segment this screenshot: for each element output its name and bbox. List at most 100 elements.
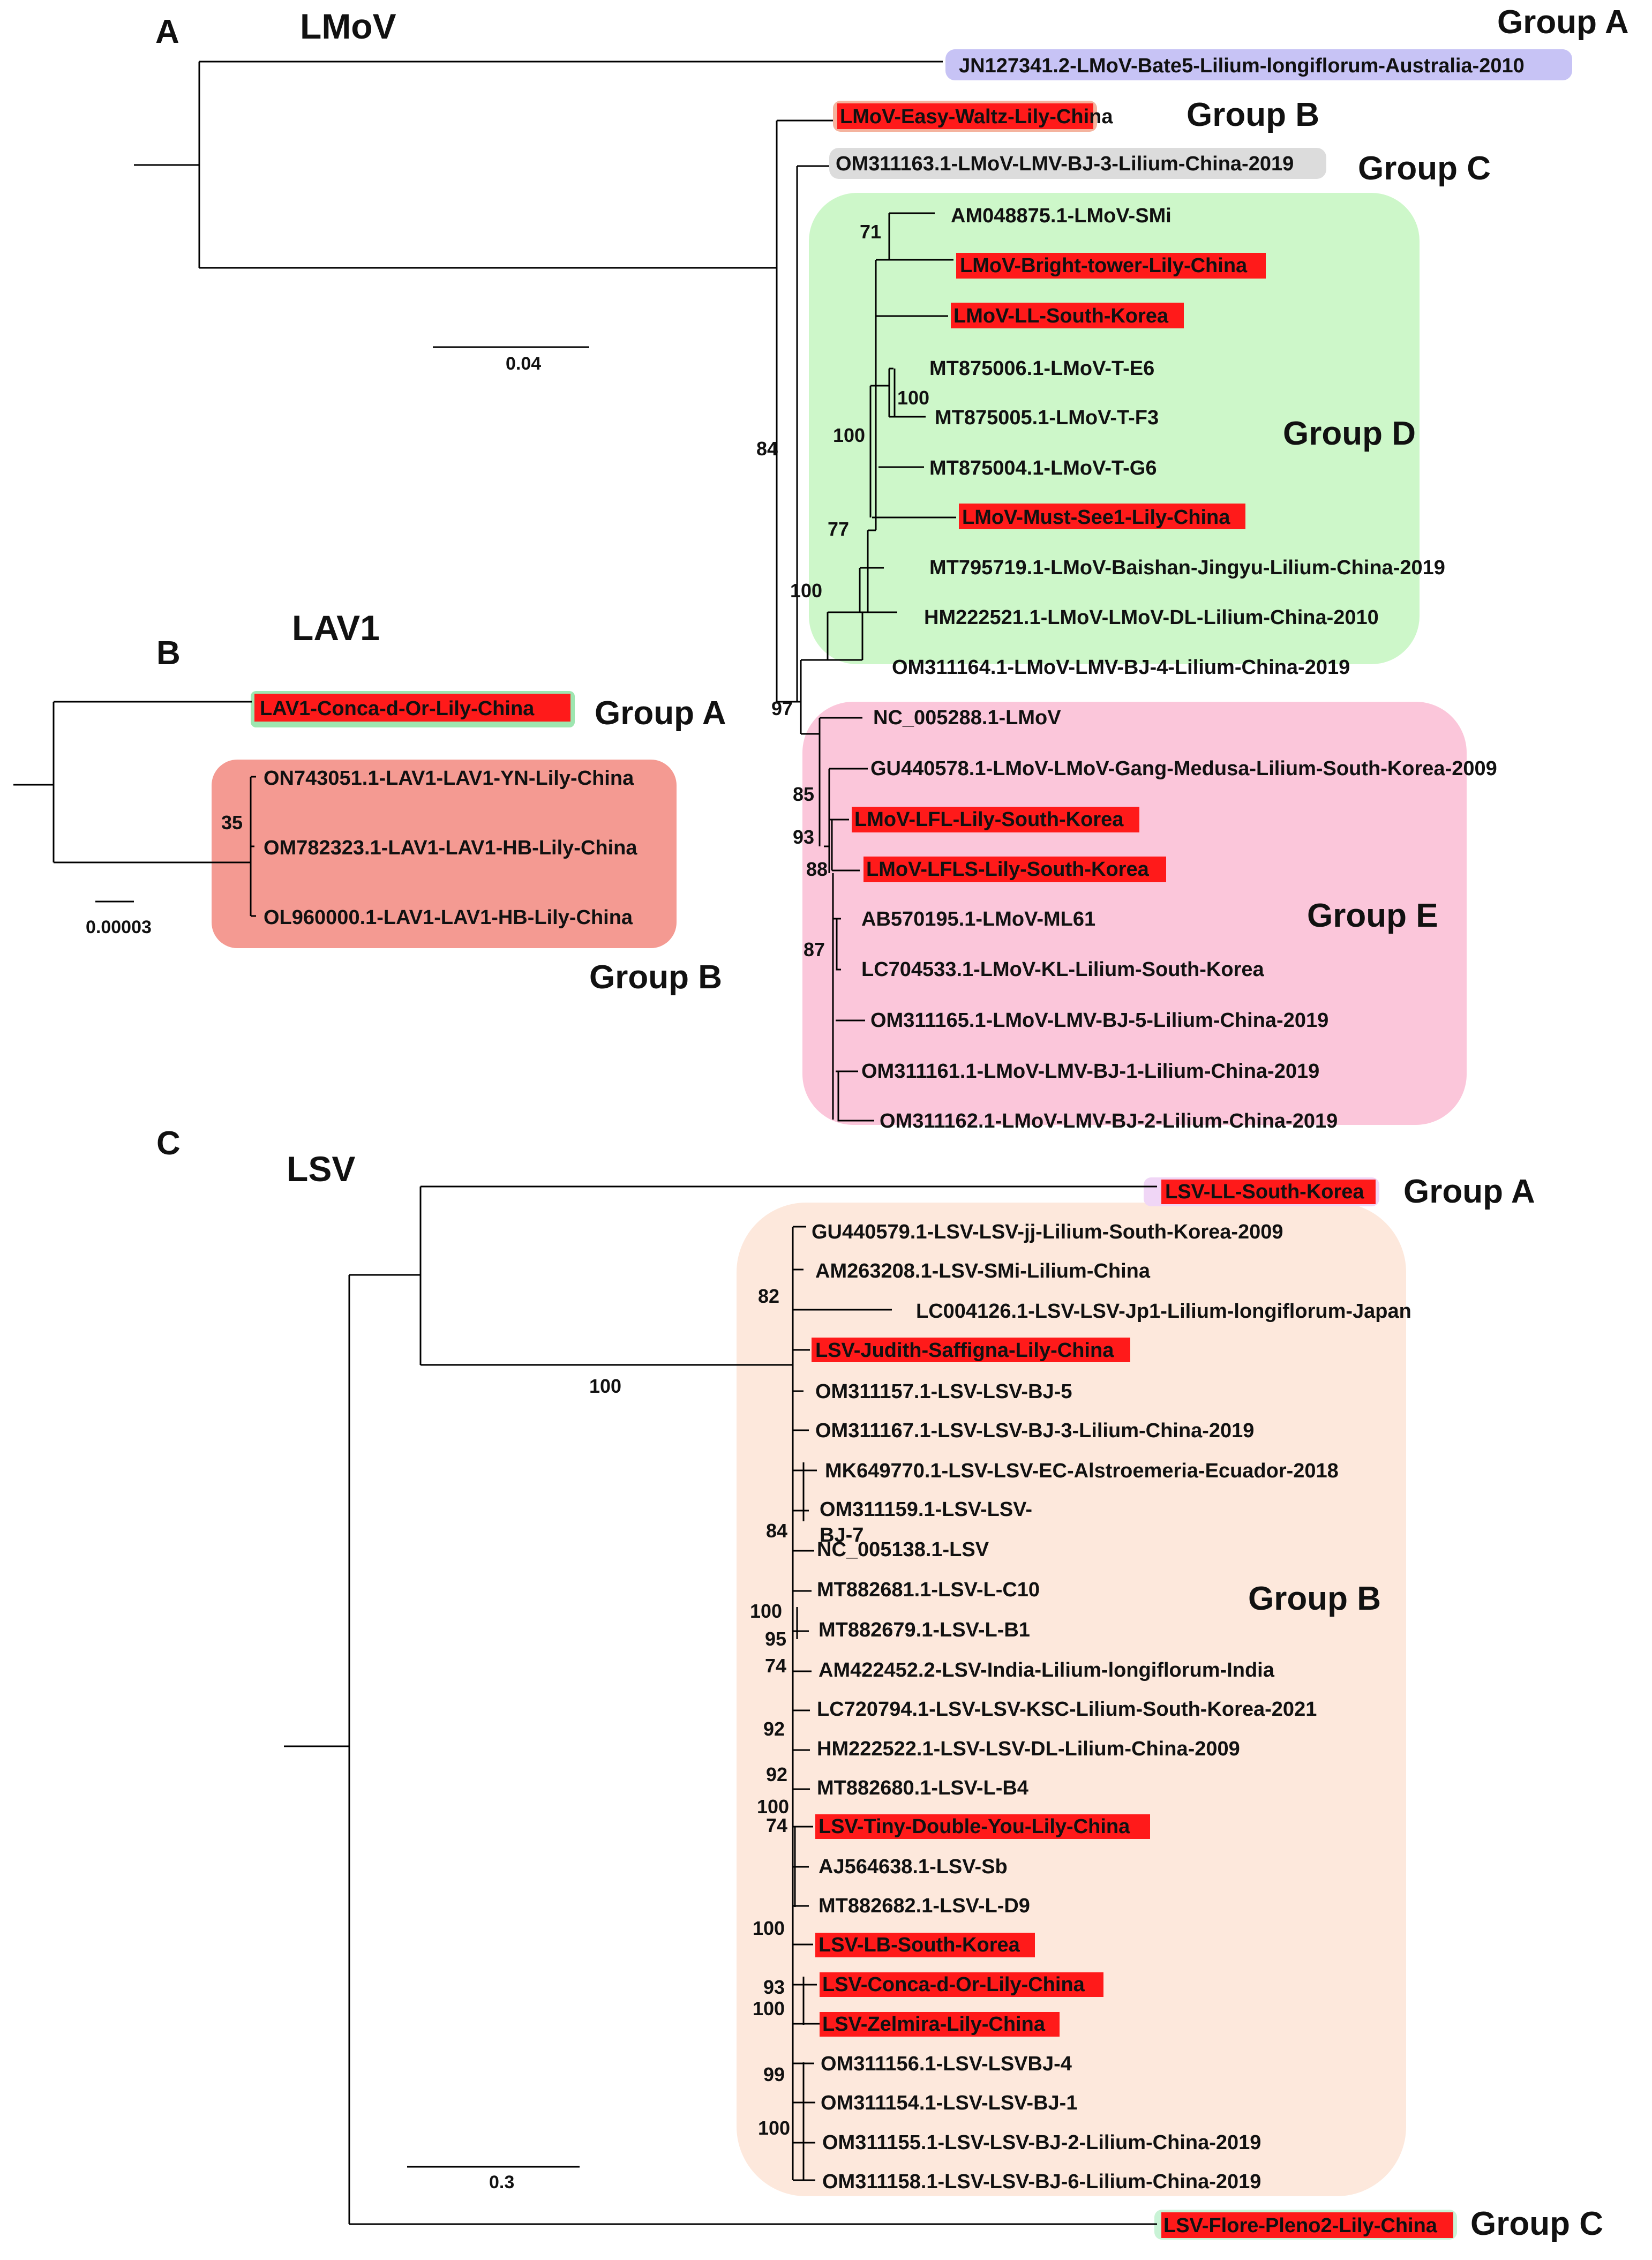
- lsv-bootstrap-84: 84: [766, 1520, 787, 1542]
- panel-c-letter: C: [156, 1125, 181, 1162]
- lmov-bootstrap-93: 93: [793, 826, 814, 848]
- lmov-bootstrap-85: 85: [793, 783, 814, 805]
- lsv-lb-highlight: [815, 1933, 1035, 1957]
- lsv-group-b-label: Group B: [1248, 1580, 1381, 1617]
- lav1-leaf-om782323: OM782323.1-LAV1-LAV1-HB-Lily-China: [264, 837, 637, 859]
- lmov-bootstrap-97: 97: [771, 697, 793, 719]
- lav1-leaf-ol960000: OL960000.1-LAV1-LAV1-HB-Lily-China: [264, 906, 633, 929]
- lav1-scale-label: 0.00003: [86, 917, 152, 937]
- lsv-bootstrap-95: 95: [765, 1628, 786, 1650]
- lmov-leaf-nc005288: NC_005288.1-LMoV: [873, 707, 1061, 729]
- lsv-flore-pleno2-highlight: [1161, 2212, 1453, 2238]
- lav1-group-b-box: [212, 760, 677, 948]
- lsv-leaf-mt882679: MT882679.1-LSV-L-B1: [819, 1619, 1030, 1641]
- lsv-leaf-mk649770: MK649770.1-LSV-LSV-EC-Alstroemeria-Ecuad…: [825, 1460, 1339, 1482]
- lsv-scale-label: 0.3: [489, 2172, 514, 2193]
- lsv-leaf-om311157: OM311157.1-LSV-LSV-BJ-5: [815, 1380, 1072, 1403]
- lmov-easy-waltz-highlight: [837, 103, 1093, 129]
- lmov-leaf-ab570195: AB570195.1-LMoV-ML61: [861, 908, 1095, 930]
- panel-b-letter: B: [156, 635, 181, 672]
- lsv-leaf-tiny-double: LSV-Tiny-Double-You-Lily-China: [819, 1815, 1130, 1838]
- lsv-conca-highlight: [820, 1972, 1103, 1997]
- lav1-conca-highlight: [254, 694, 570, 722]
- lsv-group-a-label: Group A: [1403, 1173, 1535, 1210]
- lsv-leaf-hm222522: HM222522.1-LSV-LSV-DL-Lilium-China-2009: [817, 1738, 1240, 1760]
- lmov-leaf-lfls: LMoV-LFLS-Lily-South-Korea: [866, 858, 1150, 881]
- lmov-leaf-mt875004: MT875004.1-LMoV-T-G6: [929, 457, 1157, 479]
- lmov-bootstrap-88: 88: [806, 858, 828, 880]
- lmov-leaf-om311165: OM311165.1-LMoV-LMV-BJ-5-Lilium-China-20…: [870, 1009, 1328, 1032]
- lmov-leaf-jn127341: JN127341.2-LMoV-Bate5-Lilium-longiflorum…: [959, 55, 1525, 77]
- lmov-group-e-label: Group E: [1307, 897, 1438, 934]
- lsv-leaf-mt882682: MT882682.1-LSV-L-D9: [819, 1895, 1030, 1917]
- lsv-leaf-om311154: OM311154.1-LSV-LSV-BJ-1: [821, 2092, 1077, 2114]
- panel-a-letter: A: [155, 13, 179, 50]
- lav1-branches: [13, 701, 256, 917]
- lsv-bootstrap-92-b: 92: [766, 1763, 787, 1785]
- panel-c-title: LSV: [287, 1149, 355, 1189]
- lsv-bootstrap-92-a: 92: [763, 1718, 785, 1740]
- lmov-leaf-om311163: OM311163.1-LMoV-LMV-BJ-3-Lilium-China-20…: [836, 153, 1294, 175]
- lmov-leaf-ll: LMoV-LL-South-Korea: [953, 305, 1169, 327]
- lmov-group-b-label: Group B: [1187, 96, 1319, 133]
- lsv-bootstrap-100-root: 100: [589, 1375, 621, 1397]
- lmov-leaf-lfl: LMoV-LFL-Lily-South-Korea: [854, 808, 1124, 831]
- lsv-leaf-lc004126: LC004126.1-LSV-LSV-Jp1-Lilium-longifloru…: [916, 1300, 1411, 1323]
- lsv-leaf-ll: LSV-LL-South-Korea: [1165, 1181, 1364, 1203]
- lav1-group-b-label: Group B: [589, 959, 722, 996]
- panel-b-title: LAV1: [292, 608, 380, 648]
- lsv-bootstrap-100-a: 100: [750, 1600, 782, 1622]
- lmov-leaf-hm222521: HM222521.1-LMoV-LMoV-DL-Lilium-China-201…: [924, 606, 1379, 629]
- lmov-bootstrap-100-a: 100: [897, 387, 929, 409]
- lav1-bootstrap-35: 35: [221, 812, 243, 834]
- lmov-group-c-label-bg: [829, 148, 1326, 179]
- lmov-bootstrap-87: 87: [804, 938, 825, 960]
- lmov-bootstrap-77: 77: [828, 518, 849, 540]
- lmov-leaf-mt795719: MT795719.1-LMoV-Baishan-Jingyu-Lilium-Ch…: [929, 557, 1445, 579]
- lav1-group-a-label: Group A: [595, 695, 726, 732]
- lsv-leaf-gu440579: GU440579.1-LSV-LSV-jj-Lilium-South-Korea…: [812, 1221, 1283, 1243]
- lmov-lfl-highlight: [852, 807, 1139, 832]
- lmov-leaf-gu440578: GU440578.1-LMoV-LMoV-Gang-Medusa-Lilium-…: [870, 757, 1497, 780]
- lmov-group-c-label: Group C: [1358, 150, 1491, 187]
- lmov-group-a-label-bg: [945, 49, 1572, 80]
- lsv-judith-highlight: [812, 1338, 1130, 1362]
- lmov-bootstrap-100-b: 100: [833, 424, 865, 446]
- panel-b-lav1: B LAV1 0.00003 Group A Group B LAV1-Conc…: [13, 608, 726, 996]
- lmov-bootstrap-84: 84: [756, 438, 778, 460]
- panel-a-title: LMoV: [300, 6, 396, 46]
- lmov-ll-highlight: [951, 303, 1184, 328]
- lmov-leaf-om311161: OM311161.1-LMoV-LMV-BJ-1-Lilium-China-20…: [861, 1060, 1319, 1083]
- lsv-bootstrap-100-c: 100: [753, 1917, 785, 1939]
- lmov-leaf-must-see1: LMoV-Must-See1-Lily-China: [962, 506, 1230, 529]
- lmov-bright-tower-highlight: [956, 253, 1266, 279]
- lsv-leaf-om311158: OM311158.1-LSV-LSV-BJ-6-Lilium-China-201…: [822, 2171, 1261, 2193]
- lmov-bootstrap-71: 71: [860, 221, 881, 243]
- lmov-leaf-bright-tower: LMoV-Bright-tower-Lily-China: [960, 254, 1248, 277]
- lmov-leaf-easy-waltz: LMoV-Easy-Waltz-Lily-China: [840, 106, 1113, 128]
- lmov-leaf-am048875: AM048875.1-LMoV-SMi: [951, 205, 1172, 227]
- lsv-bootstrap-82: 82: [758, 1285, 779, 1307]
- lav1-leaf-on743051: ON743051.1-LAV1-LAV1-YN-Lily-China: [264, 767, 634, 790]
- panel-c-lsv: C LSV 0.3 Group A Group B Group C LSV-LL…: [156, 1125, 1603, 2242]
- lsv-bootstrap-99: 99: [763, 2063, 785, 2085]
- lmov-leaf-lc704533: LC704533.1-LMoV-KL-Lilium-South-Korea: [861, 958, 1264, 981]
- lsv-group-c-label: Group C: [1470, 2205, 1603, 2242]
- lsv-leaf-om311159-line1: OM311159.1-LSV-LSV-: [820, 1498, 1032, 1521]
- lsv-leaf-om311155: OM311155.1-LSV-LSV-BJ-2-Lilium-China-201…: [822, 2131, 1261, 2154]
- lsv-leaf-mt882681: MT882681.1-LSV-L-C10: [817, 1579, 1040, 1601]
- lsv-leaf-nc005138: NC_005138.1-LSV: [817, 1538, 989, 1561]
- lmov-group-d-label: Group D: [1283, 415, 1416, 452]
- lsv-tiny-double-highlight: [815, 1814, 1150, 1839]
- lmov-bootstrap-100-c: 100: [790, 580, 822, 602]
- lsv-bootstrap-74-b: 74: [766, 1814, 787, 1836]
- lmov-branches: [134, 61, 956, 1122]
- lsv-bootstrap-100-d: 100: [753, 1998, 785, 2019]
- lsv-leaf-flore-pleno2: LSV-Flore-Pleno2-Lily-China: [1163, 2214, 1438, 2237]
- lsv-bootstrap-93: 93: [763, 1976, 785, 1998]
- lsv-leaf-aj564638: AJ564638.1-LSV-Sb: [819, 1856, 1008, 1878]
- lsv-leaf-om311167: OM311167.1-LSV-LSV-BJ-3-Lilium-China-201…: [815, 1420, 1254, 1442]
- lsv-leaf-am422452: AM422452.2-LSV-India-Lilium-longiflorum-…: [819, 1659, 1275, 1681]
- lsv-leaf-am263208: AM263208.1-LSV-SMi-Lilium-China: [815, 1260, 1151, 1282]
